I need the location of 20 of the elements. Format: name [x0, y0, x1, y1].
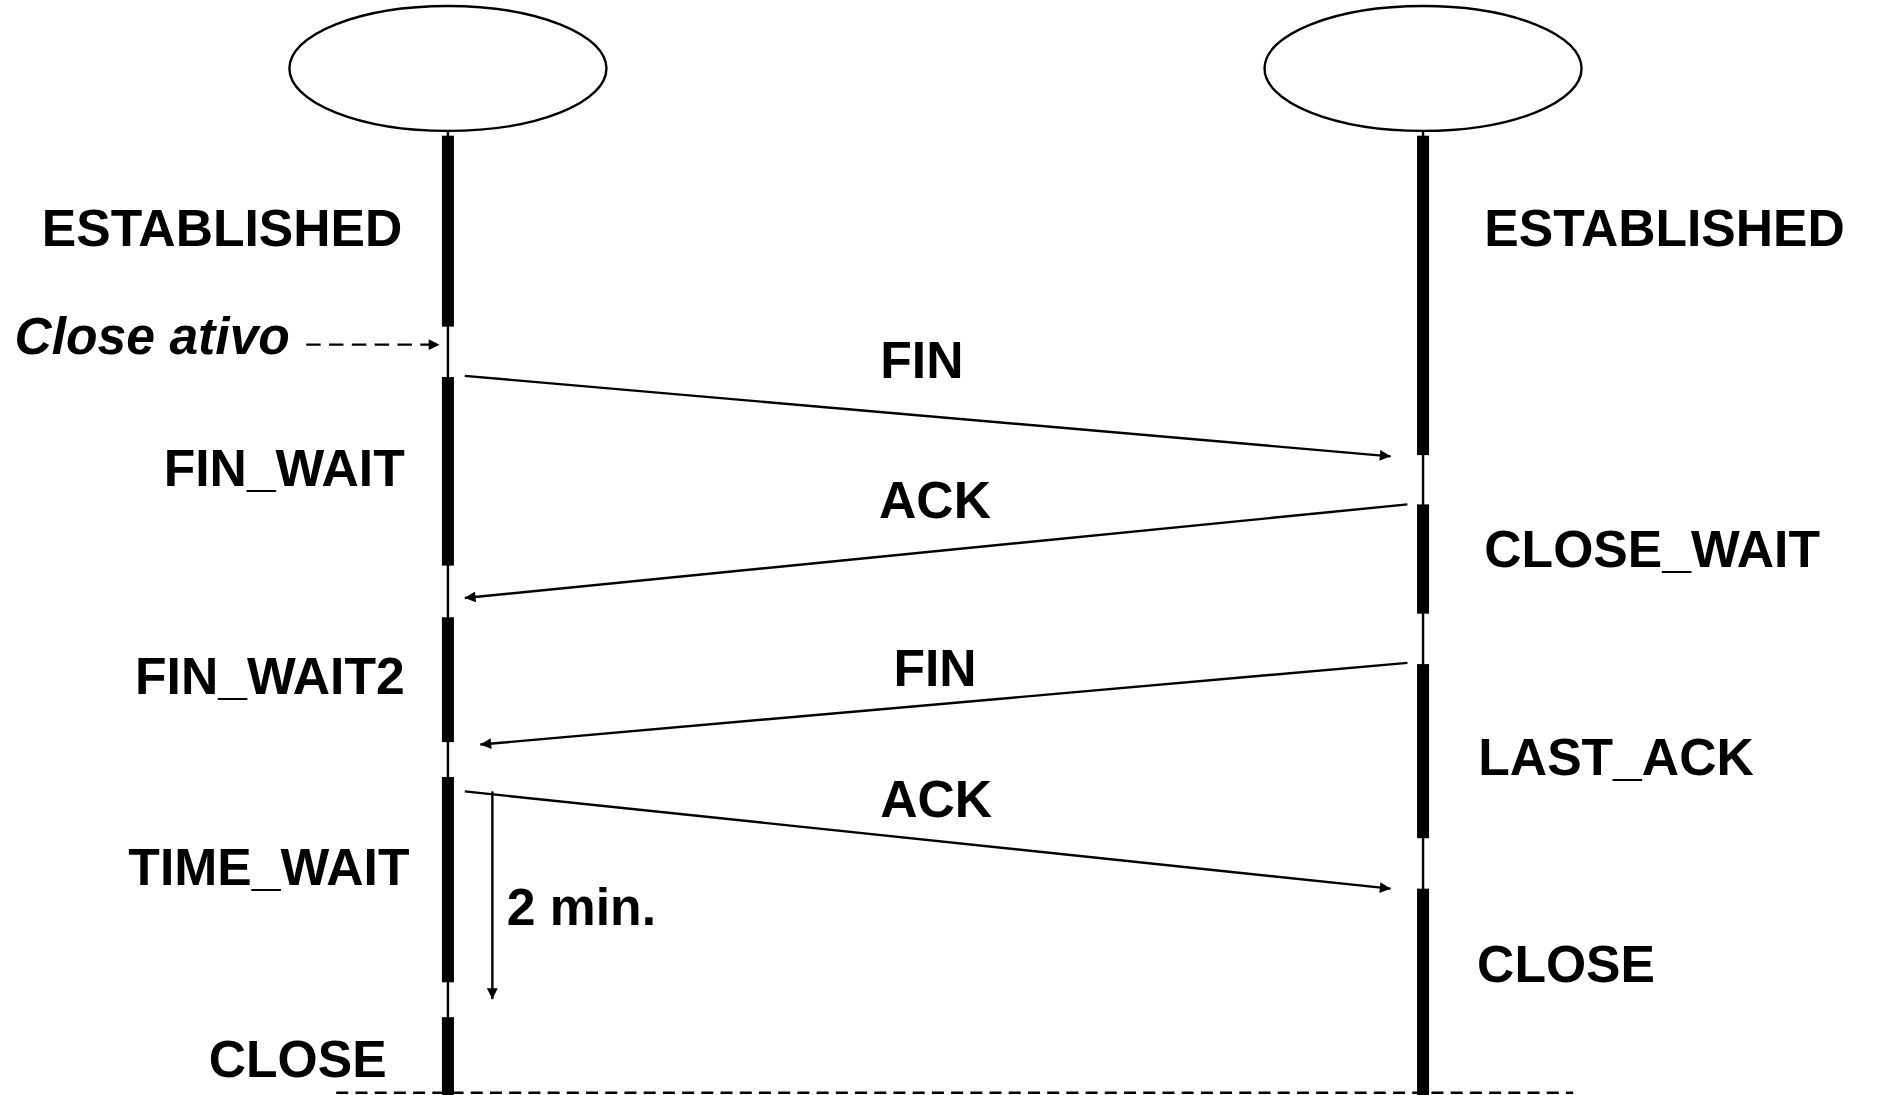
edge-label: ACK [880, 772, 993, 825]
state-label: FIN_WAIT2 [135, 649, 405, 703]
edge-label: FIN [880, 333, 964, 387]
state-label: ESTABLISHED [1484, 201, 1845, 255]
edge-label: FIN [893, 641, 977, 695]
state-label: FIN_WAIT [163, 441, 405, 495]
edge-label: ACK [879, 473, 991, 526]
message-arrow [480, 661, 1408, 749]
state-label: CLOSE [208, 1032, 387, 1086]
message-arrow [464, 503, 1408, 603]
message-arrow [464, 374, 1391, 461]
dashed-arrow [306, 339, 440, 351]
state-label: LAST_ACK [1478, 730, 1754, 783]
state-label: TIME_WAIT [128, 840, 410, 894]
state-label: ESTABLISHED [41, 201, 403, 255]
message-arrow [464, 790, 1391, 893]
event-label: Close ativo [14, 309, 290, 363]
duration-label: 2 min. [506, 880, 656, 934]
state-label: CLOSE_WAIT [1484, 522, 1820, 576]
state-label: CLOSE [1477, 937, 1655, 991]
